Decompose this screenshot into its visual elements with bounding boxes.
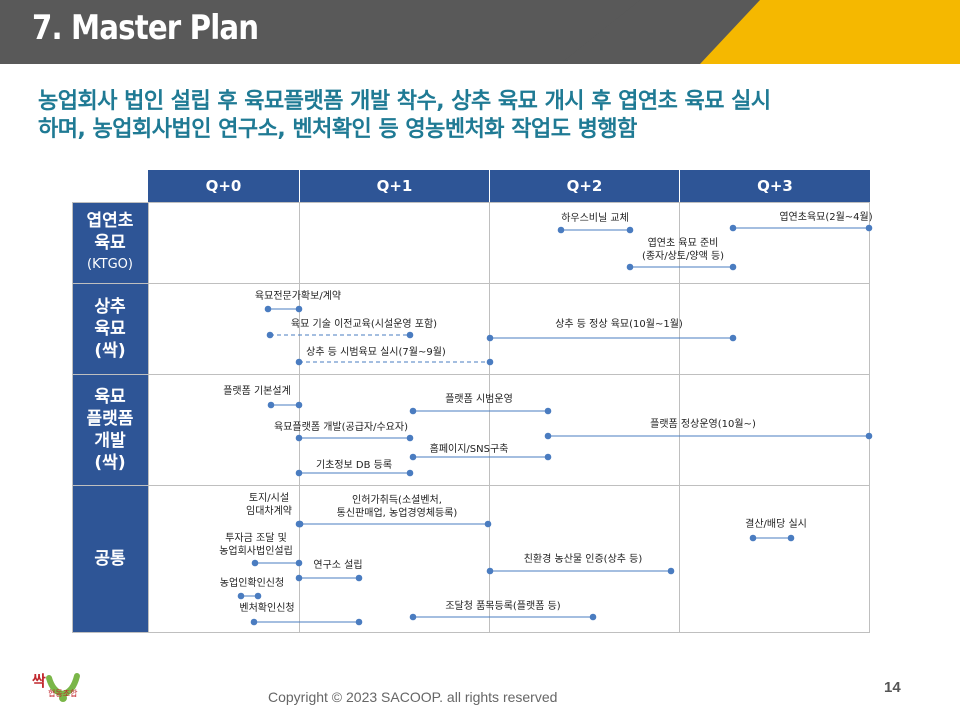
task-label: 인허가취득(소셜벤처, 통신판매업, 농업경영체등록) (336, 495, 458, 519)
timeline-endpoint (486, 358, 494, 366)
task-label: 상추 등 정상 육묘(10월~1월) (555, 319, 683, 330)
timeline-endpoint (296, 520, 304, 528)
task-label: 토지/시설 임대차계약 (246, 493, 292, 517)
task-label: 플랫폼 기본설계 (223, 386, 291, 397)
timeline-endpoint (355, 574, 363, 582)
timeline-endpoint (544, 453, 552, 461)
logo-sub: 협동조합 (48, 689, 78, 698)
task-label: 결산/배당 실시 (745, 519, 807, 530)
timeline-endpoint (589, 613, 597, 621)
task-label: 조달청 품목등록(플랫폼 등) (445, 601, 561, 612)
row-label-text: (싹) (94, 340, 126, 361)
timeline-endpoint (406, 469, 414, 477)
timeline-endpoint (406, 331, 414, 339)
page-title: 7. Master Plan (32, 8, 259, 48)
task-label: 연구소 설립 (313, 560, 363, 571)
timeline-endpoint (237, 592, 245, 600)
timeline-endpoint (295, 574, 303, 582)
quarter-header: Q+1 (300, 170, 489, 202)
timeline-endpoint (295, 401, 303, 409)
timeline-endpoint (865, 224, 873, 232)
timeline-endpoint (486, 567, 494, 575)
subtitle-line: 하며, 농업회사법인 연구소, 벤처확인 등 영농벤처화 작업도 병행함 (38, 117, 637, 142)
quarter-header: Q+3 (680, 170, 870, 202)
timeline-endpoint (626, 226, 634, 234)
task-label: 엽연초육묘(2월~4월) (779, 212, 873, 223)
row-label-text: 상추 (94, 296, 126, 317)
row-label-text: 공통 (94, 549, 126, 569)
timeline-endpoint (409, 613, 417, 621)
quarter-header: Q+0 (148, 170, 299, 202)
timeline-endpoint (355, 618, 363, 626)
task-label: 홈페이지/SNS구축 (429, 444, 509, 455)
task-label: 플랫폼 시범운영 (445, 394, 513, 405)
task-label: 육묘 기술 이전교육(시설운영 포함) (290, 319, 438, 330)
timeline-endpoint (729, 263, 737, 271)
header-bar (0, 0, 960, 64)
task-label: 엽연초 육묘 준비 (종자/상토/양액 등) (641, 238, 725, 262)
timeline-endpoint (254, 592, 262, 600)
timeline-endpoint (729, 334, 737, 342)
row-label-text: 개발 (94, 430, 126, 451)
task-label: 벤처확인신청 (239, 603, 295, 614)
timeline-endpoint (295, 469, 303, 477)
row-label-text: 플랫폼 (86, 408, 134, 429)
row-label-lettuce: 상추 육묘 (싹) (72, 283, 148, 374)
task-label: 농업인확인신청 (219, 578, 285, 589)
timeline-endpoint (267, 401, 275, 409)
timeline-endpoint (264, 305, 272, 313)
timeline-bars (237, 224, 873, 626)
row-label-text: 육묘 (94, 232, 126, 253)
timeline-endpoint (544, 407, 552, 415)
timeline-endpoint (749, 534, 757, 542)
timeline-endpoint (544, 432, 552, 440)
timeline-endpoint (667, 567, 675, 575)
timeline-endpoint (557, 226, 565, 234)
timeline-endpoint (266, 331, 274, 339)
task-label: 육묘플랫폼 개발(공급자/수요자) (274, 422, 408, 433)
row-label-text: 엽연초 (86, 210, 134, 231)
timeline-endpoint (729, 224, 737, 232)
row-label-text: 육묘 (94, 386, 126, 407)
quarter-header: Q+2 (490, 170, 679, 202)
row-label-text: 육묘 (94, 318, 126, 339)
timeline-endpoint (295, 358, 303, 366)
timeline-endpoint (406, 434, 414, 442)
timeline-endpoint (409, 453, 417, 461)
row-label-text: (싹) (94, 452, 126, 473)
timeline-endpoint (251, 559, 259, 567)
task-label: 기초정보 DB 등록 (315, 460, 393, 471)
row-label-common: 공통 (72, 485, 148, 633)
page-number: 14 (884, 679, 901, 696)
logo-text: 싹 (32, 672, 46, 690)
task-label: 투자금 조달 및 농업회사법인설립 (219, 533, 293, 557)
timeline-endpoint (484, 520, 492, 528)
row-label-platform: 육묘 플랫폼 개발 (싹) (72, 374, 148, 485)
task-label: 하우스비닐 교체 (561, 213, 629, 224)
task-label: 육묘전문가확보/계약 (254, 291, 342, 302)
row-label-sub: (KTGO) (87, 256, 133, 272)
task-label: 친환경 농산물 인증(상추 등) (523, 554, 643, 565)
copyright: Copyright © 2023 SACOOP. all rights rese… (268, 689, 558, 705)
timeline-endpoint (409, 407, 417, 415)
row-label-tobacco: 엽연초 육묘 (KTGO) (72, 202, 148, 283)
timeline-endpoint (295, 559, 303, 567)
task-label: 상추 등 시범육묘 실시(7월~9월) (306, 347, 446, 358)
timeline-endpoint (787, 534, 795, 542)
timeline-endpoint (250, 618, 258, 626)
timeline-endpoint (295, 305, 303, 313)
timeline-endpoint (486, 334, 494, 342)
timeline-endpoint (626, 263, 634, 271)
timeline-endpoint (295, 434, 303, 442)
task-label: 플랫폼 정상운영(10월~) (650, 419, 756, 430)
subtitle: 농업회사 법인 설립 후 육묘플랫폼 개발 착수, 상추 육묘 개시 후 엽연초… (38, 88, 938, 144)
timeline-endpoint (865, 432, 873, 440)
subtitle-line: 농업회사 법인 설립 후 육묘플랫폼 개발 착수, 상추 육묘 개시 후 엽연초… (38, 89, 771, 114)
company-logo (46, 673, 80, 702)
